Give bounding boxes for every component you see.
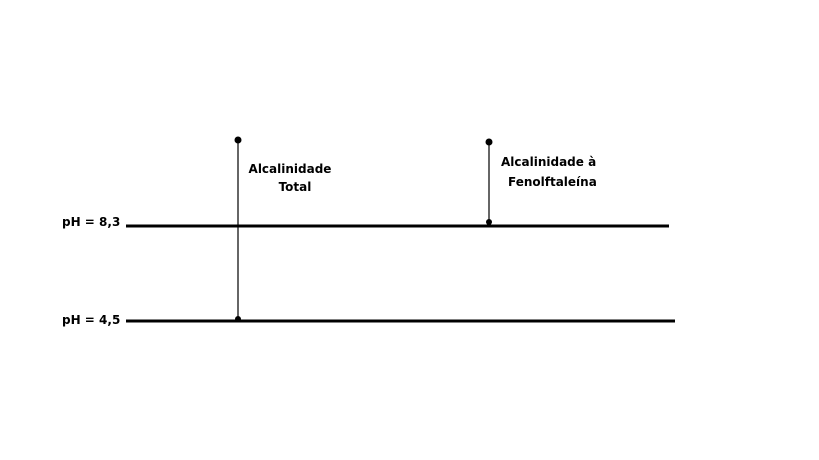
total-alkalinity-bottom-point xyxy=(235,316,241,322)
phenolphthalein-top-point xyxy=(485,138,493,146)
level-label-ph-8-3: pH = 8,3 xyxy=(62,215,120,229)
total-alkalinity-top-point xyxy=(234,136,242,144)
level-label-ph-4-5: pH = 4,5 xyxy=(62,313,120,327)
total-alkalinity-label-line1: Alcalinidade xyxy=(249,162,332,176)
phenolphthalein-label-line2: Fenolftaleína xyxy=(508,175,597,189)
phenolphthalein-label-line1: Alcalinidade à xyxy=(501,155,596,169)
total-alkalinity-label-line2: Total xyxy=(279,180,312,194)
phenolphthalein-bottom-point xyxy=(486,219,492,225)
